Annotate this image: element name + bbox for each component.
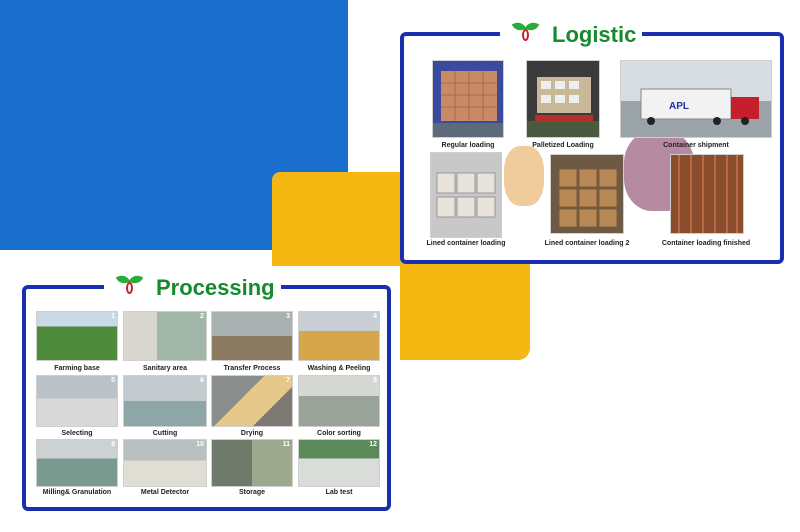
processing-panel: Processing 1 Farming base 2 Sanitary are…	[22, 271, 391, 511]
step-number: 4	[373, 313, 377, 320]
caption-washing-peeling: Washing & Peeling	[307, 365, 371, 372]
photo-storage: 11	[211, 439, 293, 487]
container-cargo-icon	[433, 61, 503, 137]
step-number: 1	[111, 313, 115, 320]
step-number: 6	[200, 377, 204, 384]
caption-metal-detector: Metal Detector	[140, 489, 190, 496]
logistic-title: Logistic	[552, 22, 637, 47]
photo-lined-container-2	[550, 154, 624, 234]
step-number: 3	[286, 313, 290, 320]
caption-selecting: Selecting	[61, 430, 93, 437]
photo-milling-granulation: 9	[36, 439, 118, 487]
photo-sanitary-area: 2	[123, 311, 207, 361]
caption-cutting: Cutting	[152, 430, 178, 437]
photo-cutting: 6	[123, 375, 207, 427]
logistic-panel: Logistic Regular loading Palletized Load…	[400, 18, 784, 264]
photo-regular-loading	[432, 60, 504, 138]
caption-drying: Drying	[240, 430, 264, 437]
processing-title: Processing	[156, 275, 275, 300]
truck-label: APL	[669, 101, 689, 112]
caption-lined-container: Lined container loading	[426, 240, 506, 247]
caption-palletized-loading: Palletized Loading	[532, 142, 594, 149]
photo-color-sorting: 8	[298, 375, 380, 427]
photo-lined-container	[430, 152, 502, 238]
caption-transfer-process: Transfer Process	[223, 365, 281, 372]
caption-regular-loading: Regular loading	[441, 142, 495, 149]
caption-color-sorting: Color sorting	[317, 430, 361, 437]
photo-palletized-loading	[526, 60, 600, 138]
step-number: 12	[369, 441, 377, 448]
processing-header: Processing	[104, 271, 281, 305]
produce-decor	[504, 146, 544, 206]
caption-storage: Storage	[238, 489, 266, 496]
caption-milling-granulation: Milling& Granulation	[42, 489, 112, 496]
photo-transfer-process: 3	[211, 311, 293, 361]
caption-lined-container-2: Lined container loading 2	[544, 240, 630, 247]
step-number: 10	[196, 441, 204, 448]
logistic-header: Logistic	[500, 18, 643, 52]
photo-selecting: 5	[36, 375, 118, 427]
photo-container-shipment: APL	[620, 60, 772, 138]
photo-washing-peeling: 4	[298, 311, 380, 361]
caption-farming-base: Farming base	[54, 365, 100, 372]
step-number: 11	[282, 441, 290, 448]
caption-lab-test: Lab test	[325, 489, 353, 496]
caption-container-shipment: Container shipment	[663, 142, 729, 149]
caption-container-finished: Container loading finished	[661, 240, 751, 247]
photo-lab-test: 12	[298, 439, 380, 487]
photo-farming-base: 1	[36, 311, 118, 361]
photo-container-finished	[670, 154, 744, 234]
photo-drying: 7	[211, 375, 293, 427]
caption-sanitary-area: Sanitary area	[143, 365, 187, 372]
photo-metal-detector: 10	[123, 439, 207, 487]
company-logo-icon	[506, 20, 546, 50]
company-logo-icon	[110, 273, 150, 303]
step-number: 5	[111, 377, 115, 384]
step-number: 2	[200, 313, 204, 320]
step-number: 8	[373, 377, 377, 384]
step-number: 7	[286, 377, 290, 384]
step-number: 9	[111, 441, 115, 448]
